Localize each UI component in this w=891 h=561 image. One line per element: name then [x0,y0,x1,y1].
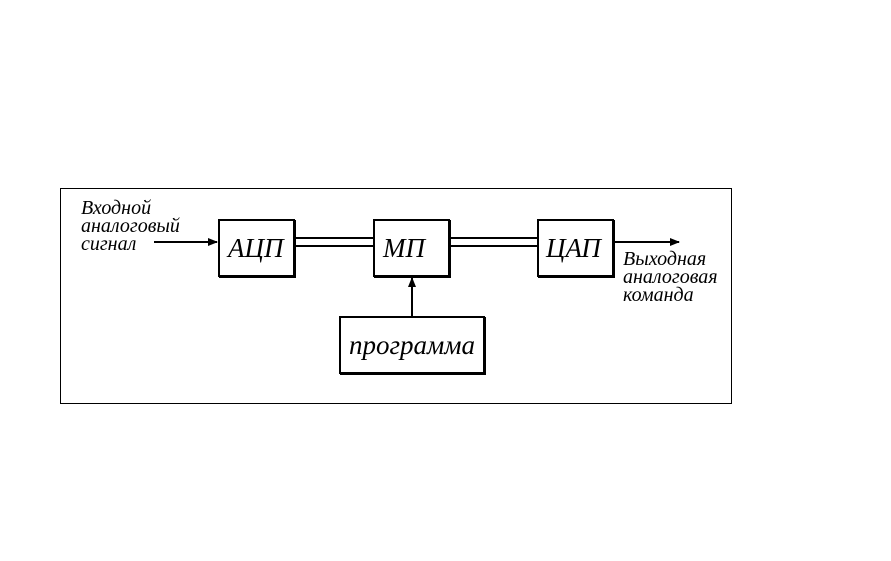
program-label: программа [349,329,475,360]
input-signal-label: Входной аналоговый сигнал [81,197,180,255]
dac-label: ЦАП [546,232,601,263]
mp-label: МП [383,232,425,263]
adc-block: АЦП [218,219,295,277]
adc-label: АЦП [228,232,284,263]
dac-block: ЦАП [537,219,614,277]
bus-adc-mp [296,237,373,247]
diagram-frame [60,188,732,404]
program-block: программа [339,316,485,374]
output-command-label: Выходная аналоговая команда [623,248,718,306]
mp-block: МП [373,219,450,277]
bus-mp-dac [451,237,537,247]
